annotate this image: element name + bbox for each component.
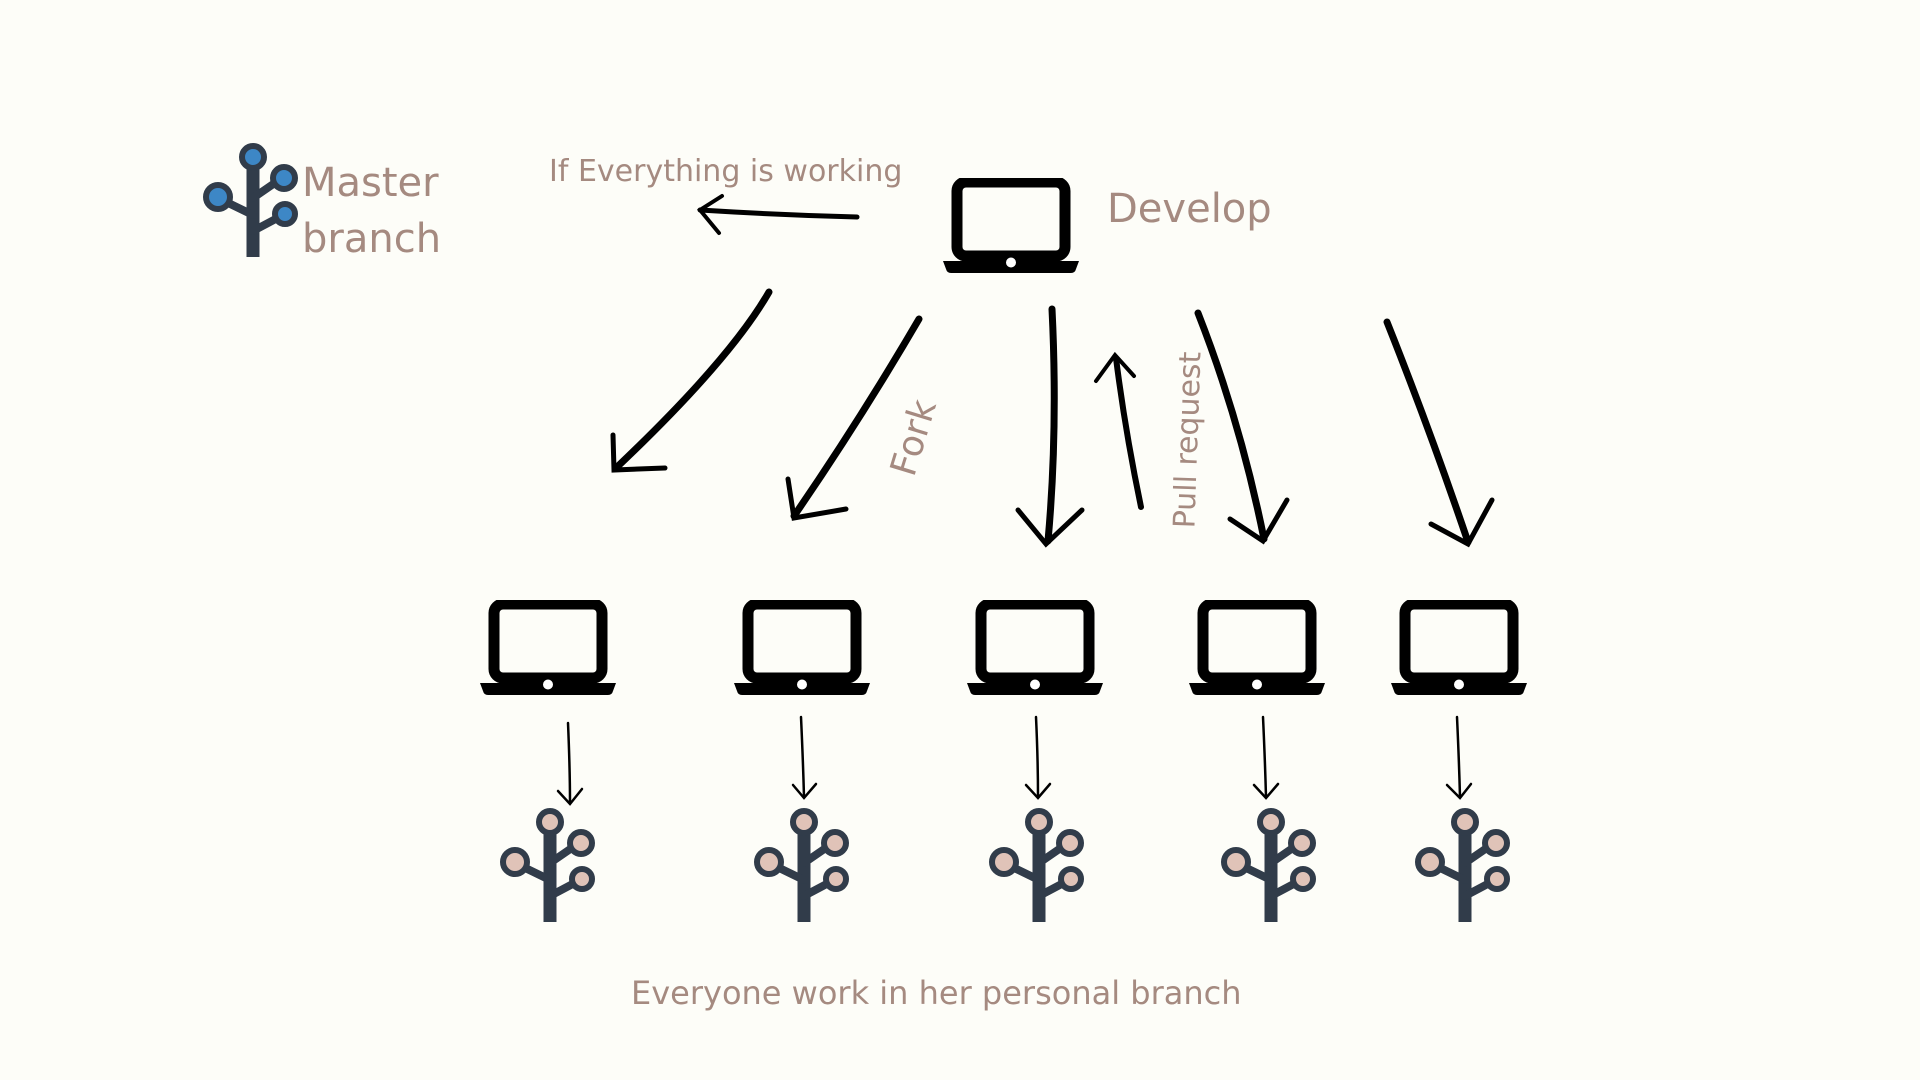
develop-label: Develop [1107, 186, 1272, 232]
personal-branch-tree-icon [500, 808, 595, 922]
merge-arrow [697, 194, 860, 235]
develop-laptop-icon [943, 182, 1079, 273]
master-label-line1: Master [302, 160, 439, 206]
pull-request-label: Pull request [1167, 351, 1209, 529]
developer-laptop-icon [967, 604, 1103, 695]
fork-arrow-5 [1383, 318, 1495, 548]
commit-arrow-4 [1252, 715, 1280, 800]
personal-branch-tree-icon [754, 808, 849, 922]
merge-condition-label: If Everything is working [549, 154, 903, 189]
commit-arrow-2 [791, 715, 818, 800]
fork-arrow-2 [785, 315, 923, 521]
footer-caption: Everyone work in her personal branch [631, 974, 1242, 1012]
developer-laptop-icon [734, 604, 870, 695]
commit-arrow-1 [556, 721, 584, 806]
personal-branch-tree-icon [1221, 808, 1316, 922]
pull-request-arrow [1094, 351, 1144, 510]
developer-laptop-icon [480, 604, 616, 695]
developer-laptop-icon [1391, 604, 1527, 695]
commit-arrow-3 [1024, 715, 1052, 800]
fork-arrow-3 [1015, 305, 1085, 548]
personal-branch-tree-icon [989, 808, 1084, 922]
master-label-line2: branch [302, 216, 442, 262]
developer-laptop-icon [1189, 604, 1325, 695]
fork-arrow-1 [610, 288, 773, 473]
fork-arrow-4 [1194, 309, 1290, 545]
master-branch-label: Master branch [302, 155, 441, 267]
master-branch-tree-icon [203, 143, 298, 257]
commit-arrow-5 [1445, 715, 1473, 800]
personal-branch-tree-icon [1415, 808, 1510, 922]
